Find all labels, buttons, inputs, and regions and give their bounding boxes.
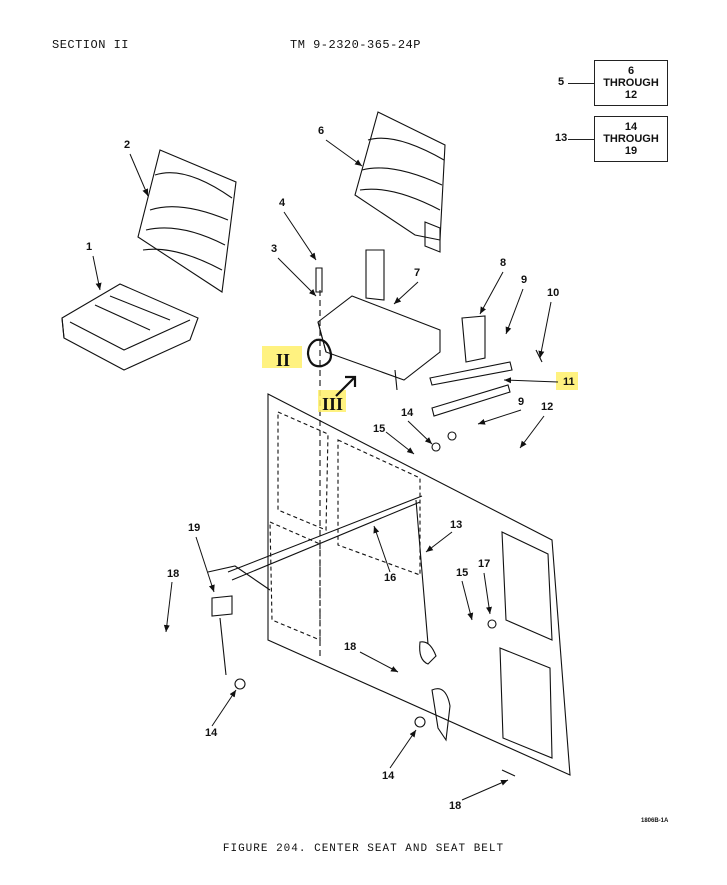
bolt-part <box>501 769 516 777</box>
callout-2: 2 <box>124 139 130 151</box>
callout-7: 7 <box>414 267 420 279</box>
washer-part <box>431 442 441 452</box>
callout-9b: 9 <box>518 396 524 408</box>
ref-box-line: 19 <box>624 145 638 157</box>
ref-item-5: 5 <box>558 76 565 88</box>
ref-box-line: THROUGH <box>603 133 659 145</box>
washer-part <box>234 678 246 690</box>
callout-11: 11 <box>563 376 575 388</box>
handwritten-mark-iii: III <box>322 394 343 414</box>
callout-18c: 18 <box>449 800 461 812</box>
manual-number: TM 9-2320-365-24P <box>290 38 421 52</box>
washer-part <box>414 716 426 728</box>
callout-18: 18 <box>167 568 179 580</box>
seat-base-part <box>317 249 441 391</box>
callout-17: 17 <box>478 558 490 570</box>
callout-6: 6 <box>318 125 324 137</box>
callout-3: 3 <box>271 243 277 255</box>
highlight-mark <box>318 390 346 412</box>
figure-code: 1806B-1A <box>641 818 669 824</box>
callout-18b: 18 <box>344 641 356 653</box>
callout-16: 16 <box>384 572 396 584</box>
callout-8: 8 <box>500 257 506 269</box>
seat-back-part <box>137 149 237 293</box>
bolt-part <box>315 267 323 293</box>
callout-19: 19 <box>188 522 200 534</box>
callout-1: 1 <box>86 241 92 253</box>
handwritten-circle <box>306 338 333 368</box>
callout-4: 4 <box>279 197 286 209</box>
highlight-mark <box>262 346 302 368</box>
callout-9: 9 <box>521 274 527 286</box>
callout-14: 14 <box>401 407 414 419</box>
ref-box-6-through-12: 6 THROUGH 12 <box>594 60 668 106</box>
bracket-part <box>461 315 486 363</box>
rail-part <box>429 361 513 417</box>
leader-arrows <box>92 139 559 801</box>
highlight-mark <box>556 372 578 390</box>
ref-box-line: THROUGH <box>603 77 659 89</box>
ref-box-line: 6 <box>627 65 635 77</box>
ref-box-line: 12 <box>624 89 638 101</box>
callout-15: 15 <box>373 423 385 435</box>
washer-part <box>447 431 457 441</box>
figure-caption: FIGURE 204. CENTER SEAT AND SEAT BELT <box>222 843 505 855</box>
handwritten-mark-ii: II <box>276 350 290 370</box>
callout-15b: 15 <box>456 567 468 579</box>
callout-12: 12 <box>541 401 553 413</box>
center-seat-back-part <box>354 111 446 253</box>
callout-14b: 14 <box>205 727 218 739</box>
ref-item-13: 13 <box>555 132 568 144</box>
handwritten-arrow <box>335 375 357 397</box>
callout-13: 13 <box>450 519 462 531</box>
retractor-part <box>431 688 451 742</box>
seat-belt-part <box>207 495 437 676</box>
ref-leader-line <box>568 139 594 140</box>
callout-14c: 14 <box>382 770 395 782</box>
callout-10: 10 <box>547 287 559 299</box>
ref-box-line: 14 <box>624 121 638 133</box>
cab-panel <box>267 393 571 776</box>
section-header: SECTION II <box>52 38 130 52</box>
ref-leader-line <box>568 83 594 84</box>
seat-cushion-part <box>61 283 199 371</box>
ref-box-14-through-19: 14 THROUGH 19 <box>594 116 668 162</box>
washer-part <box>487 619 497 629</box>
